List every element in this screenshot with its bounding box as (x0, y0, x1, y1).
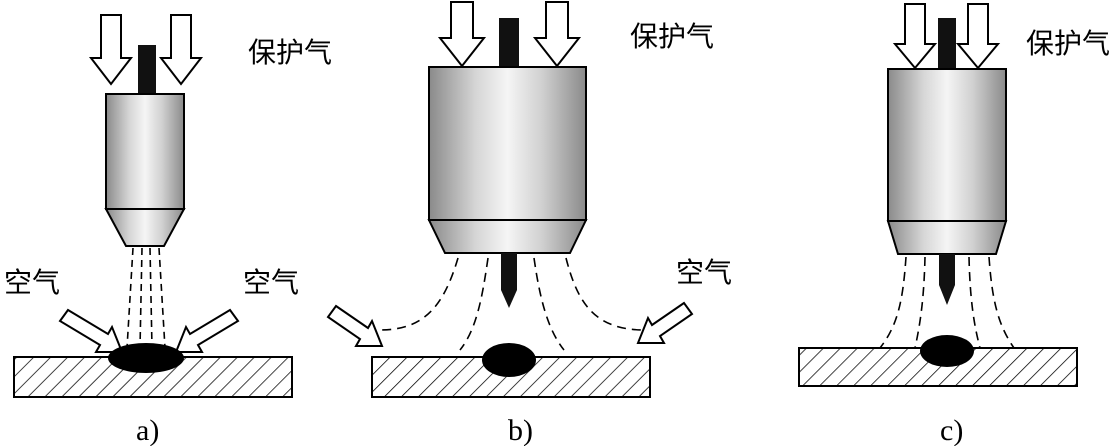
weld-pool (482, 343, 536, 377)
air-label-left: 空气 (4, 266, 60, 299)
air-arrow-icon (326, 304, 384, 347)
air-arrow-icon (174, 308, 240, 353)
gas-arrow-icon (532, 1, 582, 68)
panel-b: 保护气 空气 b) (326, 1, 732, 446)
air-label-right: 空气 (243, 266, 299, 299)
electrode (138, 45, 156, 95)
shield-gas-label: 保护气 (248, 36, 332, 69)
nozzle-body (105, 93, 185, 210)
weld-pool (920, 335, 974, 367)
weld-pool (108, 343, 184, 373)
gas-arrow-icon (437, 1, 487, 68)
air-label-right: 空气 (676, 256, 732, 289)
nozzle-cone (427, 219, 588, 254)
nozzle-body (428, 66, 587, 221)
panel-a: 保护气 空气 空气 a) (4, 14, 332, 446)
gas-arrow-icon (88, 14, 134, 86)
gas-stream (379, 257, 646, 351)
caption-c: c) (940, 414, 963, 446)
air-arrow-icon (636, 301, 694, 344)
gas-stream (126, 247, 166, 349)
gas-stream (879, 256, 1015, 349)
caption-b: b) (508, 414, 533, 446)
gas-arrow-icon (892, 3, 938, 70)
nozzle-cone (886, 220, 1008, 255)
electrode-tip (501, 253, 517, 308)
shield-gas-label: 保护气 (1026, 27, 1110, 60)
electrode (938, 18, 956, 70)
panel-c: 保护气 c) (798, 3, 1110, 446)
shield-gas-label: 保护气 (630, 20, 714, 53)
electrode (499, 18, 519, 68)
electrode-tip (939, 254, 955, 305)
gas-arrow-icon (955, 3, 1001, 70)
caption-a: a) (136, 414, 159, 446)
gas-arrow-icon (158, 14, 204, 86)
nozzle-body (887, 68, 1007, 222)
air-arrow-icon (58, 308, 124, 353)
nozzle-cone (104, 208, 186, 247)
